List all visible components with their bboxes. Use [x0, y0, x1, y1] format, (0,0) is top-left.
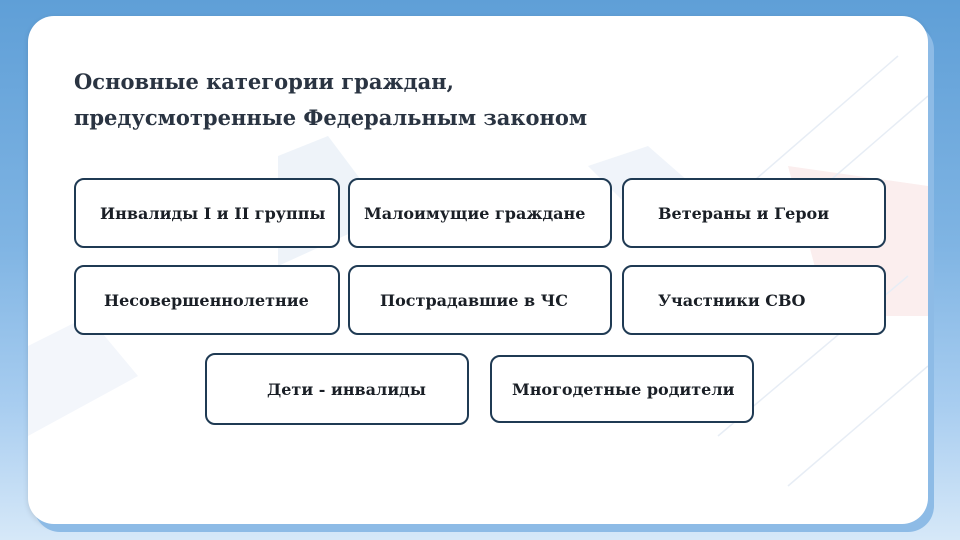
- category-disabled-children[interactable]: Дети - инвалиды: [205, 353, 469, 425]
- category-label: Участники СВО: [658, 290, 806, 310]
- decor-line-4: [787, 365, 928, 487]
- category-minors[interactable]: Несовершеннолетние: [74, 265, 340, 335]
- category-label: Малоимущие граждане: [364, 203, 586, 223]
- category-emergency-victims[interactable]: Пострадавшие в ЧС: [348, 265, 612, 335]
- page-title-line-1: Основные категории граждан,: [74, 69, 454, 94]
- decor-line-2: [817, 95, 928, 192]
- page-title-line-2: предусмотренные Федеральным законом: [74, 105, 588, 130]
- category-label: Ветераны и Герои: [658, 203, 830, 223]
- category-label: Инвалиды I и II группы: [100, 203, 326, 223]
- category-label: Многодетные родители: [512, 379, 735, 399]
- category-label: Несовершеннолетние: [104, 290, 309, 310]
- category-label: Дети - инвалиды: [267, 379, 426, 399]
- category-low-income[interactable]: Малоимущие граждане: [348, 178, 612, 248]
- category-veterans-heroes[interactable]: Ветераны и Герои: [622, 178, 886, 248]
- category-disabled-groups[interactable]: Инвалиды I и II группы: [74, 178, 340, 248]
- decor-line-1: [747, 55, 899, 187]
- page-title: Основные категории граждан, предусмотрен…: [74, 64, 587, 136]
- category-label: Пострадавшие в ЧС: [380, 290, 568, 310]
- slide-card: Основные категории граждан, предусмотрен…: [28, 16, 928, 524]
- decor-shape-bottom-left: [28, 316, 138, 436]
- category-svo-participants[interactable]: Участники СВО: [622, 265, 886, 335]
- category-large-family-parents[interactable]: Многодетные родители: [490, 355, 754, 423]
